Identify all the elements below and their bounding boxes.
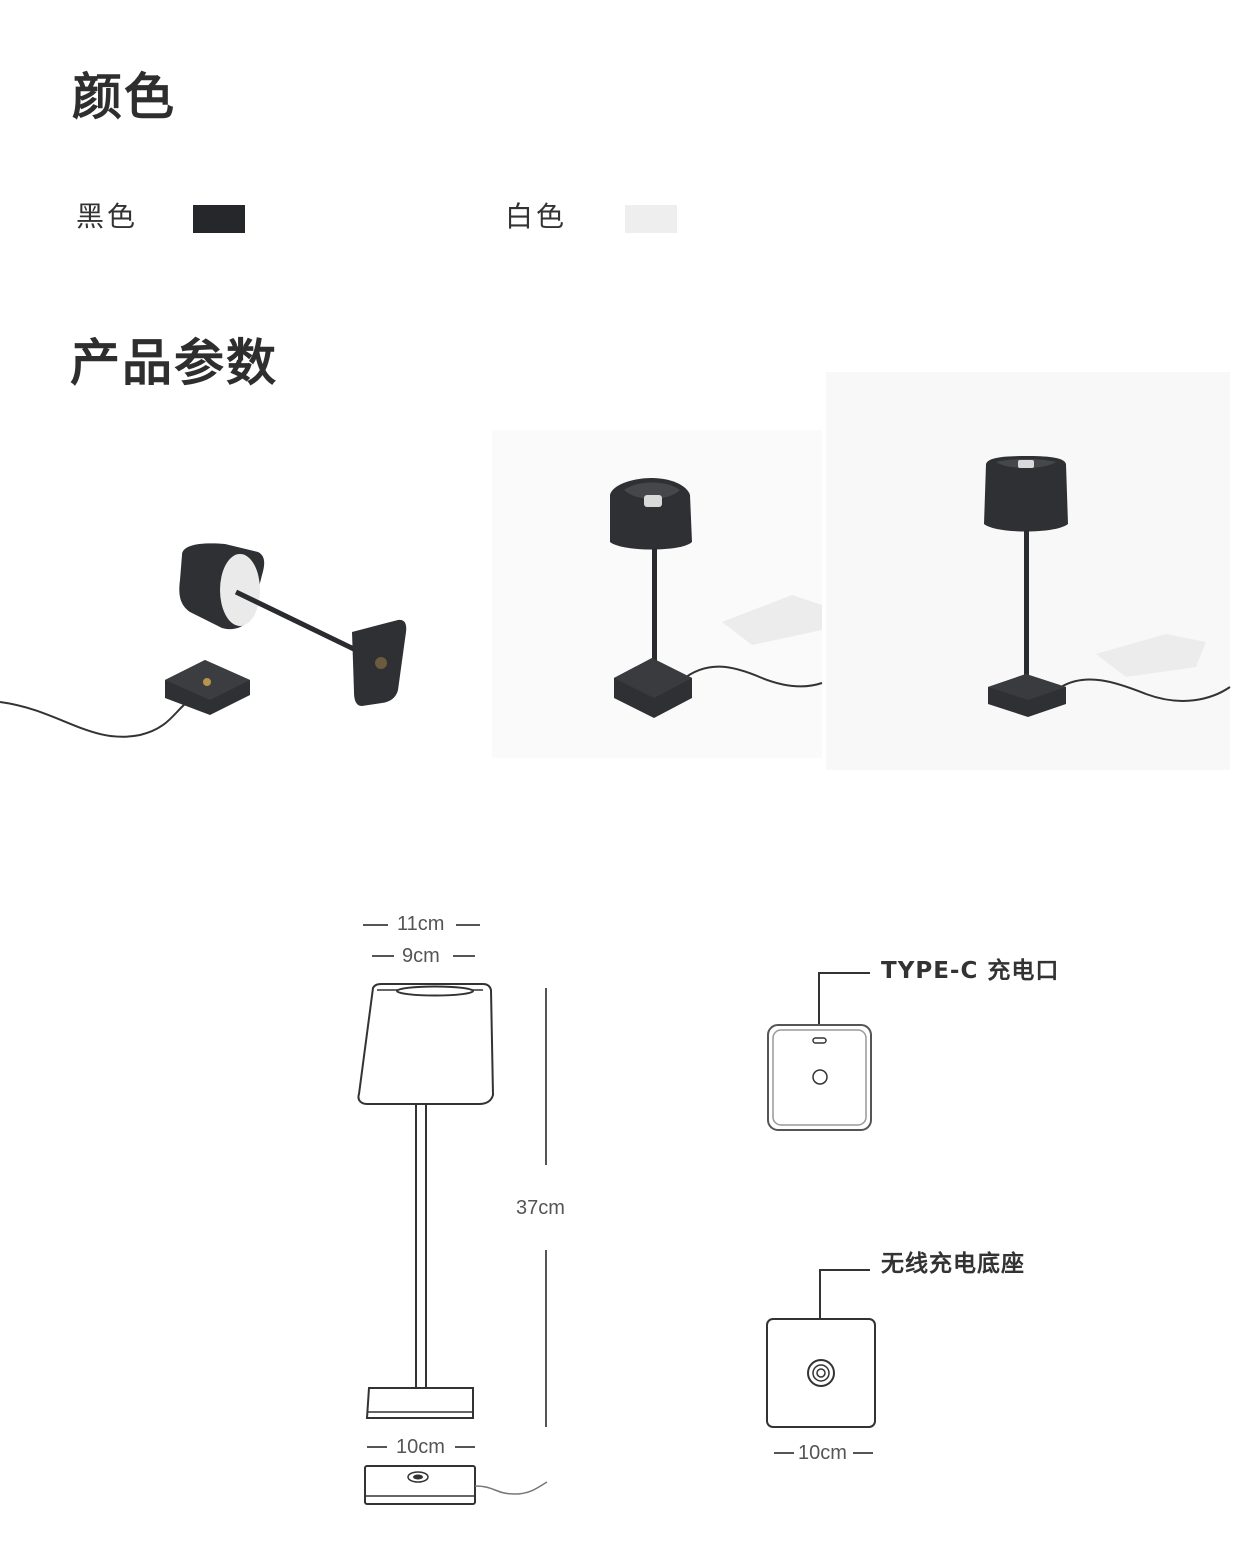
base-dimension-lines: [367, 1446, 475, 1448]
color-swatch-white[interactable]: [625, 205, 677, 233]
base-width-label: 10cm: [396, 1436, 445, 1458]
color-option-label-black: 黑色: [76, 200, 139, 233]
params-section-title: 产品参数: [70, 334, 278, 392]
color-swatch-black[interactable]: [193, 205, 245, 233]
color-section-title: 颜色: [72, 68, 176, 126]
lamp-line-drawing: [357, 983, 548, 1505]
shade-inner-width-label: 9cm: [402, 945, 440, 967]
lamp-tall-photo: [984, 456, 1231, 717]
wireless-base-callout: 无线充电底座: [881, 1251, 1025, 1277]
color-option-label-white: 白色: [505, 200, 568, 233]
top-dimension-lines: [363, 924, 480, 957]
type-c-port-drawing: [767, 972, 872, 1131]
lamp-disassembled-photo: [0, 543, 407, 738]
height-dimension-line: [545, 988, 547, 1427]
height-label: 37cm: [516, 1197, 565, 1219]
type-c-port-callout: TYPE-C 充电口: [881, 958, 1060, 984]
shade-outer-width-label: 11cm: [397, 913, 445, 935]
wireless-base-width-label: 10cm: [798, 1442, 847, 1464]
wireless-base-dimension-lines: [774, 1452, 873, 1454]
lamp-short-photo: [610, 478, 823, 718]
wireless-base-drawing: [766, 1269, 876, 1428]
